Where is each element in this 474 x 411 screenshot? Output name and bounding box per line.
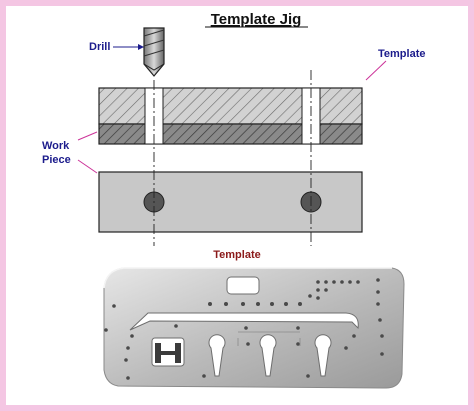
workpiece-plan-view: [98, 171, 363, 233]
work-piece-label-line1: Work: [42, 140, 70, 152]
drill-bit: [143, 27, 165, 77]
template-leader-line: [365, 60, 387, 81]
diagram-title: Template Jig: [211, 11, 302, 28]
template-section: [98, 87, 363, 125]
template-label: Template: [378, 48, 425, 60]
template-plate-photo: [103, 267, 405, 389]
work-piece-label-line2: Piece: [42, 154, 71, 166]
photo-caption: Template: [213, 249, 260, 261]
drill-arrowhead: [138, 44, 144, 50]
work-piece-leader-lower: [77, 159, 98, 174]
template-jig-diagram: Template Jig Drill Template Work Piece T…: [42, 11, 425, 389]
work-piece-leader-upper: [77, 131, 98, 141]
drill-label: Drill: [89, 41, 110, 53]
workpiece-section: [98, 123, 363, 145]
